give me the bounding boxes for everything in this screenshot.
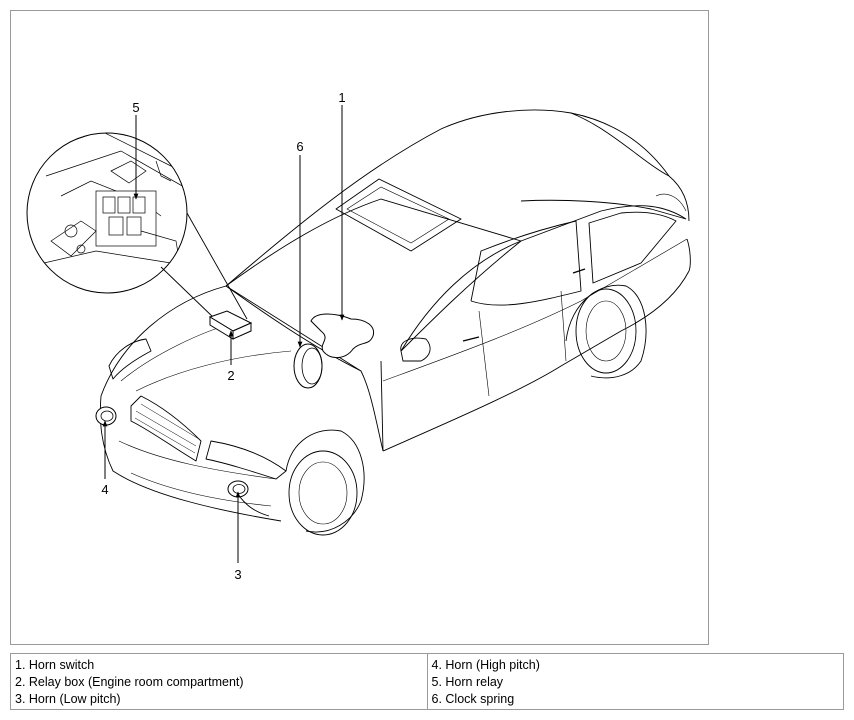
callout-4: 4 xyxy=(101,482,108,497)
leader-lines xyxy=(102,105,345,563)
relay-box-component xyxy=(208,310,253,340)
callout-labels: 1 2 3 4 5 6 xyxy=(101,90,345,582)
callout-6: 6 xyxy=(296,139,303,154)
legend-row: 1. Horn switch 2. Relay box (Engine room… xyxy=(10,653,844,710)
relay-box-magnifier xyxy=(26,132,248,320)
legend-item-horn-low-pitch: 3. Horn (Low pitch) xyxy=(15,692,121,706)
callout-2: 2 xyxy=(227,368,234,383)
legend-table: 1. Horn switch 2. Relay box (Engine room… xyxy=(10,653,844,710)
legend-item-relay-box: 2. Relay box (Engine room compartment) xyxy=(15,675,244,689)
car-body xyxy=(99,109,691,536)
legend-left-column: 1. Horn switch 2. Relay box (Engine room… xyxy=(10,653,428,710)
callout-1: 1 xyxy=(338,90,345,105)
horn-high-pitch-component xyxy=(95,406,117,426)
clock-spring-component xyxy=(293,343,323,389)
legend-item-horn-switch: 1. Horn switch xyxy=(15,658,95,672)
callout-3: 3 xyxy=(234,567,241,582)
legend-item-clock-spring: 6. Clock spring xyxy=(431,692,515,706)
horn-low-pitch-component xyxy=(227,480,249,498)
horn-switch-component xyxy=(310,313,375,358)
callout-5: 5 xyxy=(132,100,139,115)
legend-item-horn-high-pitch: 4. Horn (High pitch) xyxy=(431,658,540,672)
figure-frame: 1 2 3 4 5 6 xyxy=(10,10,709,645)
legend-right-column: 4. Horn (High pitch) 5. Horn relay 6. Cl… xyxy=(426,653,844,710)
car-diagram: 1 2 3 4 5 6 xyxy=(26,90,691,582)
legend-item-horn-relay: 5. Horn relay xyxy=(431,675,504,689)
